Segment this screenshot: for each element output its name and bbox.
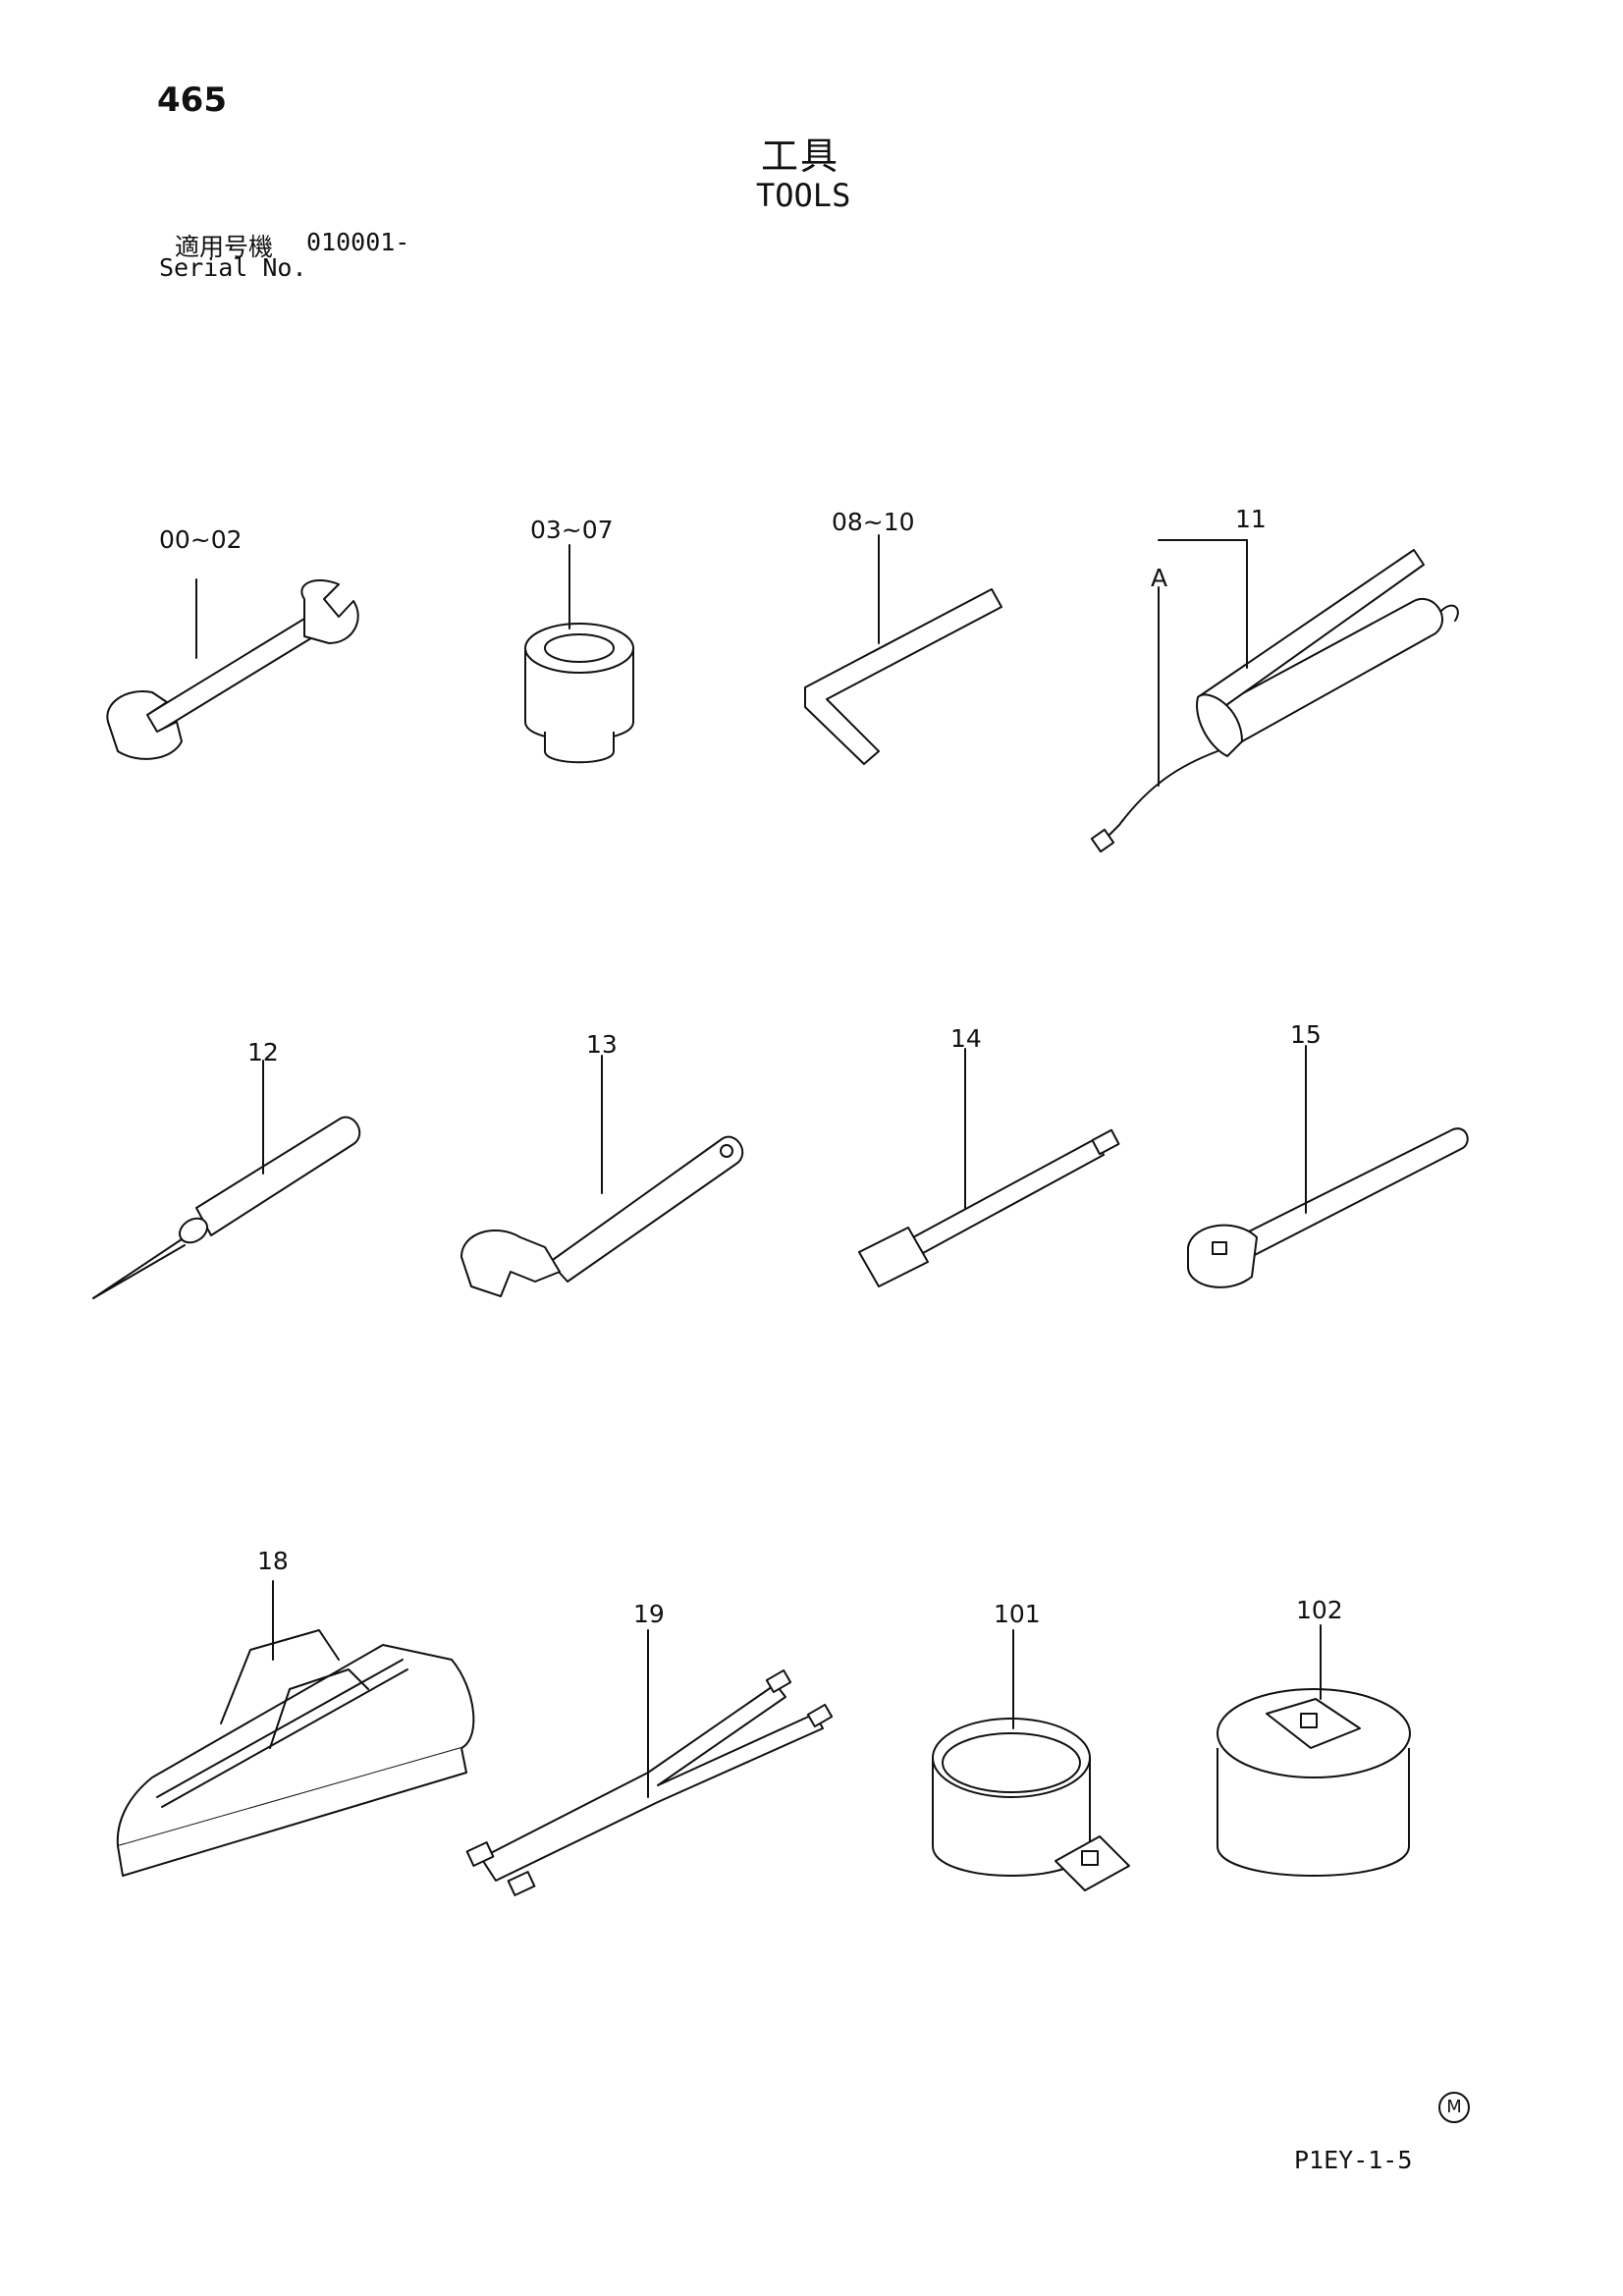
callout-19: 19 [633, 1600, 665, 1628]
callout-a: A [1151, 564, 1167, 592]
hex-key-drawing [804, 534, 1002, 765]
callout-14: 14 [950, 1024, 982, 1053]
wrench-drawing [106, 578, 359, 760]
drawing-code: P1EY-1-5 [1294, 2146, 1413, 2174]
socket-drawing [524, 544, 634, 764]
grease-gun-drawing [1090, 539, 1459, 853]
callout-00-02: 00~02 [159, 525, 243, 554]
callout-11: 11 [1235, 505, 1267, 533]
serial-label-jp: 適用号機 [175, 233, 274, 261]
adjustable-wrench-drawing [460, 1055, 744, 1297]
circled-m-mark: M [1438, 2092, 1470, 2123]
callout-13: 13 [586, 1030, 618, 1059]
page-title-jp: 工具 [761, 135, 840, 178]
page-number: 465 [157, 81, 227, 120]
filter-wrench-band-drawing [932, 1629, 1130, 1891]
serial-value: 010001- [306, 228, 410, 256]
callout-03-07: 03~07 [530, 516, 614, 544]
callout-15: 15 [1290, 1020, 1322, 1049]
screwdriver-drawing [92, 1060, 361, 1299]
callout-102: 102 [1296, 1596, 1343, 1624]
strap-wrench-drawing [465, 1629, 834, 1896]
tool-bag-drawing [116, 1580, 475, 1877]
callout-08-10: 08~10 [832, 508, 915, 536]
filter-wrench-cap-drawing [1217, 1624, 1411, 1877]
serial-label-en: Serial No. [159, 253, 307, 282]
callout-12: 12 [247, 1038, 279, 1066]
page-title-en: TOOLS [756, 177, 851, 214]
ratchet-handle-drawing [1187, 1045, 1469, 1288]
extension-bar-drawing [858, 1048, 1120, 1287]
callout-18: 18 [257, 1547, 289, 1575]
callout-101: 101 [994, 1600, 1041, 1628]
